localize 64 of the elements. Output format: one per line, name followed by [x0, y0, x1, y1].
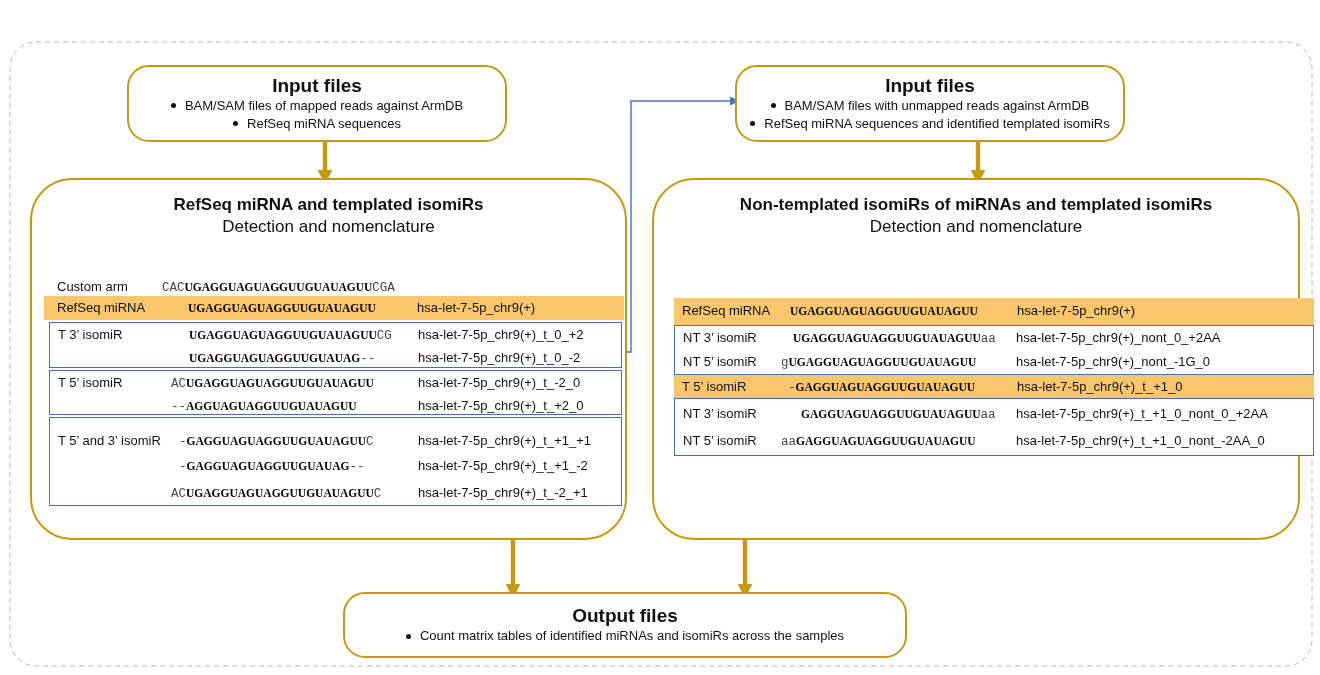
row-label: NT 5’ isomiR — [683, 433, 757, 449]
row-label: T 5’ and 3’ isomiR — [58, 433, 161, 449]
isomir-name: hsa-let-7-5p_chr9(+) — [417, 300, 536, 316]
isomir-name: hsa-let-7-5p_chr9(+)_t_-2_0 — [418, 375, 581, 391]
input-box — [127, 65, 507, 142]
output-box — [343, 592, 907, 658]
isomir-name: hsa-let-7-5p_chr9(+) — [1017, 303, 1136, 319]
highlight-band — [44, 296, 624, 320]
panel-heading: RefSeq miRNA and templated isomiRs — [173, 194, 484, 215]
bullet-item: RefSeq miRNA sequences — [247, 114, 401, 133]
bordered-group — [674, 325, 1314, 375]
sequence-text: UGAGGUAGUAGGUUGUAUAGUUCG — [189, 328, 392, 344]
sequence-text: GAGGUAGUAGGUUGUAUAGUUaa — [801, 407, 996, 423]
panel-heading: Non-templated isomiRs of miRNAs and templated isomiRs — [739, 194, 1213, 215]
row-label: NT 5’ isomiR — [683, 354, 757, 370]
isomir-name: hsa-let-7-5p_chr9(+)_t_+1_0_nont_0_+2AA — [1016, 406, 1268, 422]
isomir-name: hsa-let-7-5p_chr9(+)_t_0_-2 — [418, 350, 581, 366]
bullet-item: Count matrix tables of identified miRNAs and isomiRs across the samples — [419, 627, 845, 645]
isomir-name: hsa-let-7-5p_chr9(+)_t_+1_-2 — [418, 458, 588, 474]
highlight-band — [674, 298, 1314, 325]
isomir-name: hsa-let-7-5p_chr9(+)_nont_0_+2AA — [1016, 330, 1221, 346]
isomir-name: hsa-let-7-5p_chr9(+)_t_+1_+1 — [418, 433, 592, 449]
row-label: T 3’ isomiR — [58, 327, 123, 343]
highlight-band — [674, 375, 1314, 398]
sequence-text: UGAGGUAGUAGGUUGUAUAGUU — [188, 301, 376, 316]
sequence-text: ACUGAGGUAGUAGGUUGUAUAGUUC — [171, 486, 382, 502]
bullet-item: RefSeq miRNA sequences and identified templated isomiRs — [764, 114, 1110, 133]
isomir-name: hsa-let-7-5p_chr9(+)_t_+2_0 — [418, 398, 584, 414]
bordered-group — [49, 370, 622, 415]
sequence-text: -GAGGUAGUAGGUUGUAUAG-- — [179, 459, 365, 475]
isomir-name: hsa-let-7-5p_chr9(+)_t_+1_0 — [1017, 379, 1183, 395]
row-label: NT 3’ isomiR — [683, 330, 757, 346]
isomir-name: hsa-let-7-5p_chr9(+)_t_0_+2 — [418, 327, 584, 343]
sequence-text: CACUGAGGUAGUAGGUUGUAUAGUUCGA — [162, 280, 395, 296]
sequence-text: gUGAGGUAGUAGGUUGUAUAGUU — [781, 355, 977, 371]
bordered-group — [674, 398, 1314, 456]
row-label: T 5’ isomiR — [682, 379, 747, 395]
bullet-item: BAM/SAM files with unmapped reads against ArmDB — [784, 96, 1090, 115]
sequence-text: UGAGGUAGUAGGUUGUAUAGUUaa — [793, 331, 996, 347]
isomir-name: hsa-let-7-5p_chr9(+)_nont_-1G_0 — [1016, 354, 1211, 370]
isomir-name: hsa-let-7-5p_chr9(+)_t_-2_+1 — [418, 485, 588, 501]
bordered-group — [49, 322, 622, 368]
sequence-text: aaGAGGUAGUAGGUUGUAUAGUU — [781, 434, 976, 450]
input-box — [735, 65, 1125, 142]
row-label: T 5’ isomiR — [58, 375, 123, 391]
box-heading: Output files — [572, 605, 678, 627]
box-heading: Input files — [885, 74, 975, 97]
sequence-text: UGAGGUAGUAGGUUGUAUAGUU — [790, 304, 978, 319]
row-label: RefSeq miRNA — [57, 300, 146, 316]
isomir-name: hsa-let-7-5p_chr9(+)_t_+1_0_nont_-2AA_0 — [1016, 433, 1265, 449]
sequence-text: -GAGGUAGUAGGUUGUAUAGUU — [788, 380, 976, 396]
sequence-text: ACUGAGGUAGUAGGUUGUAUAGUU — [171, 376, 374, 392]
process-panel — [30, 178, 627, 540]
panel-subheading: Detection and nomenclature — [869, 216, 1083, 237]
row-label: RefSeq miRNA — [682, 303, 771, 319]
bordered-group — [49, 417, 622, 506]
row-label: Custom arm — [57, 279, 128, 295]
bullet-item: BAM/SAM files of mapped reads against ArmDB — [184, 96, 464, 115]
box-heading: Input files — [272, 74, 362, 97]
sequence-text: --AGGUAGUAGGUUGUAUAGUU — [171, 399, 357, 415]
row-label: NT 3’ isomiR — [683, 406, 757, 422]
sequence-text: UGAGGUAGUAGGUUGUAUAG-- — [189, 351, 376, 367]
panel-subheading: Detection and nomenclature — [222, 216, 435, 237]
sequence-text: -GAGGUAGUAGGUUGUAUAGUUC — [179, 434, 374, 450]
